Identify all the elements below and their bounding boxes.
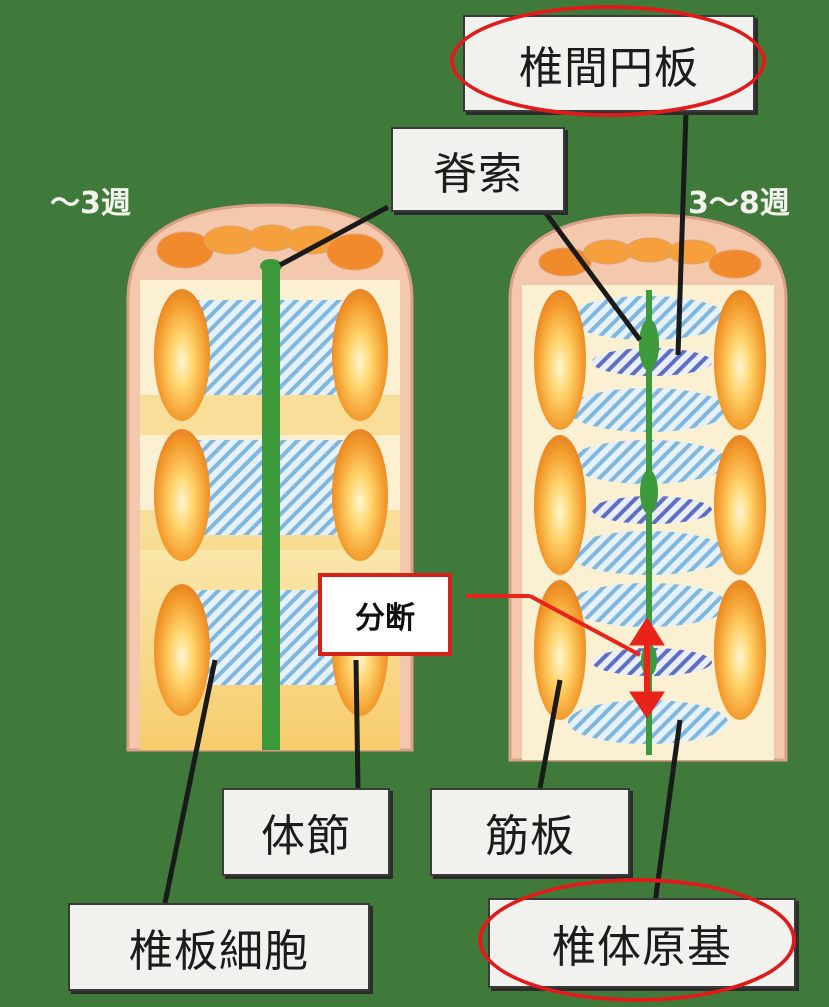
label-segmentation: 分断 [318, 573, 452, 656]
label-intervertebral-disc: 椎間円板 [463, 15, 755, 112]
label-myotome: 筋板 [430, 788, 630, 876]
left-notochord [262, 270, 280, 750]
label-sclerotome-cells: 椎板細胞 [68, 903, 370, 991]
age-late: 3～8週 [688, 186, 790, 221]
age-early: ～3週 [50, 186, 131, 221]
right-notochord [646, 290, 652, 755]
label-vertebral-primordium: 椎体原基 [488, 898, 796, 988]
label-notochord: 脊索 [391, 127, 565, 212]
right-column [508, 213, 788, 762]
segmentation-arrow [629, 617, 665, 719]
left-column [126, 203, 414, 752]
right-somites [534, 290, 766, 720]
right-top-cells [538, 237, 762, 279]
leader-lines [162, 111, 689, 904]
left-top-cells [156, 224, 384, 271]
label-somite: 体節 [222, 788, 390, 876]
